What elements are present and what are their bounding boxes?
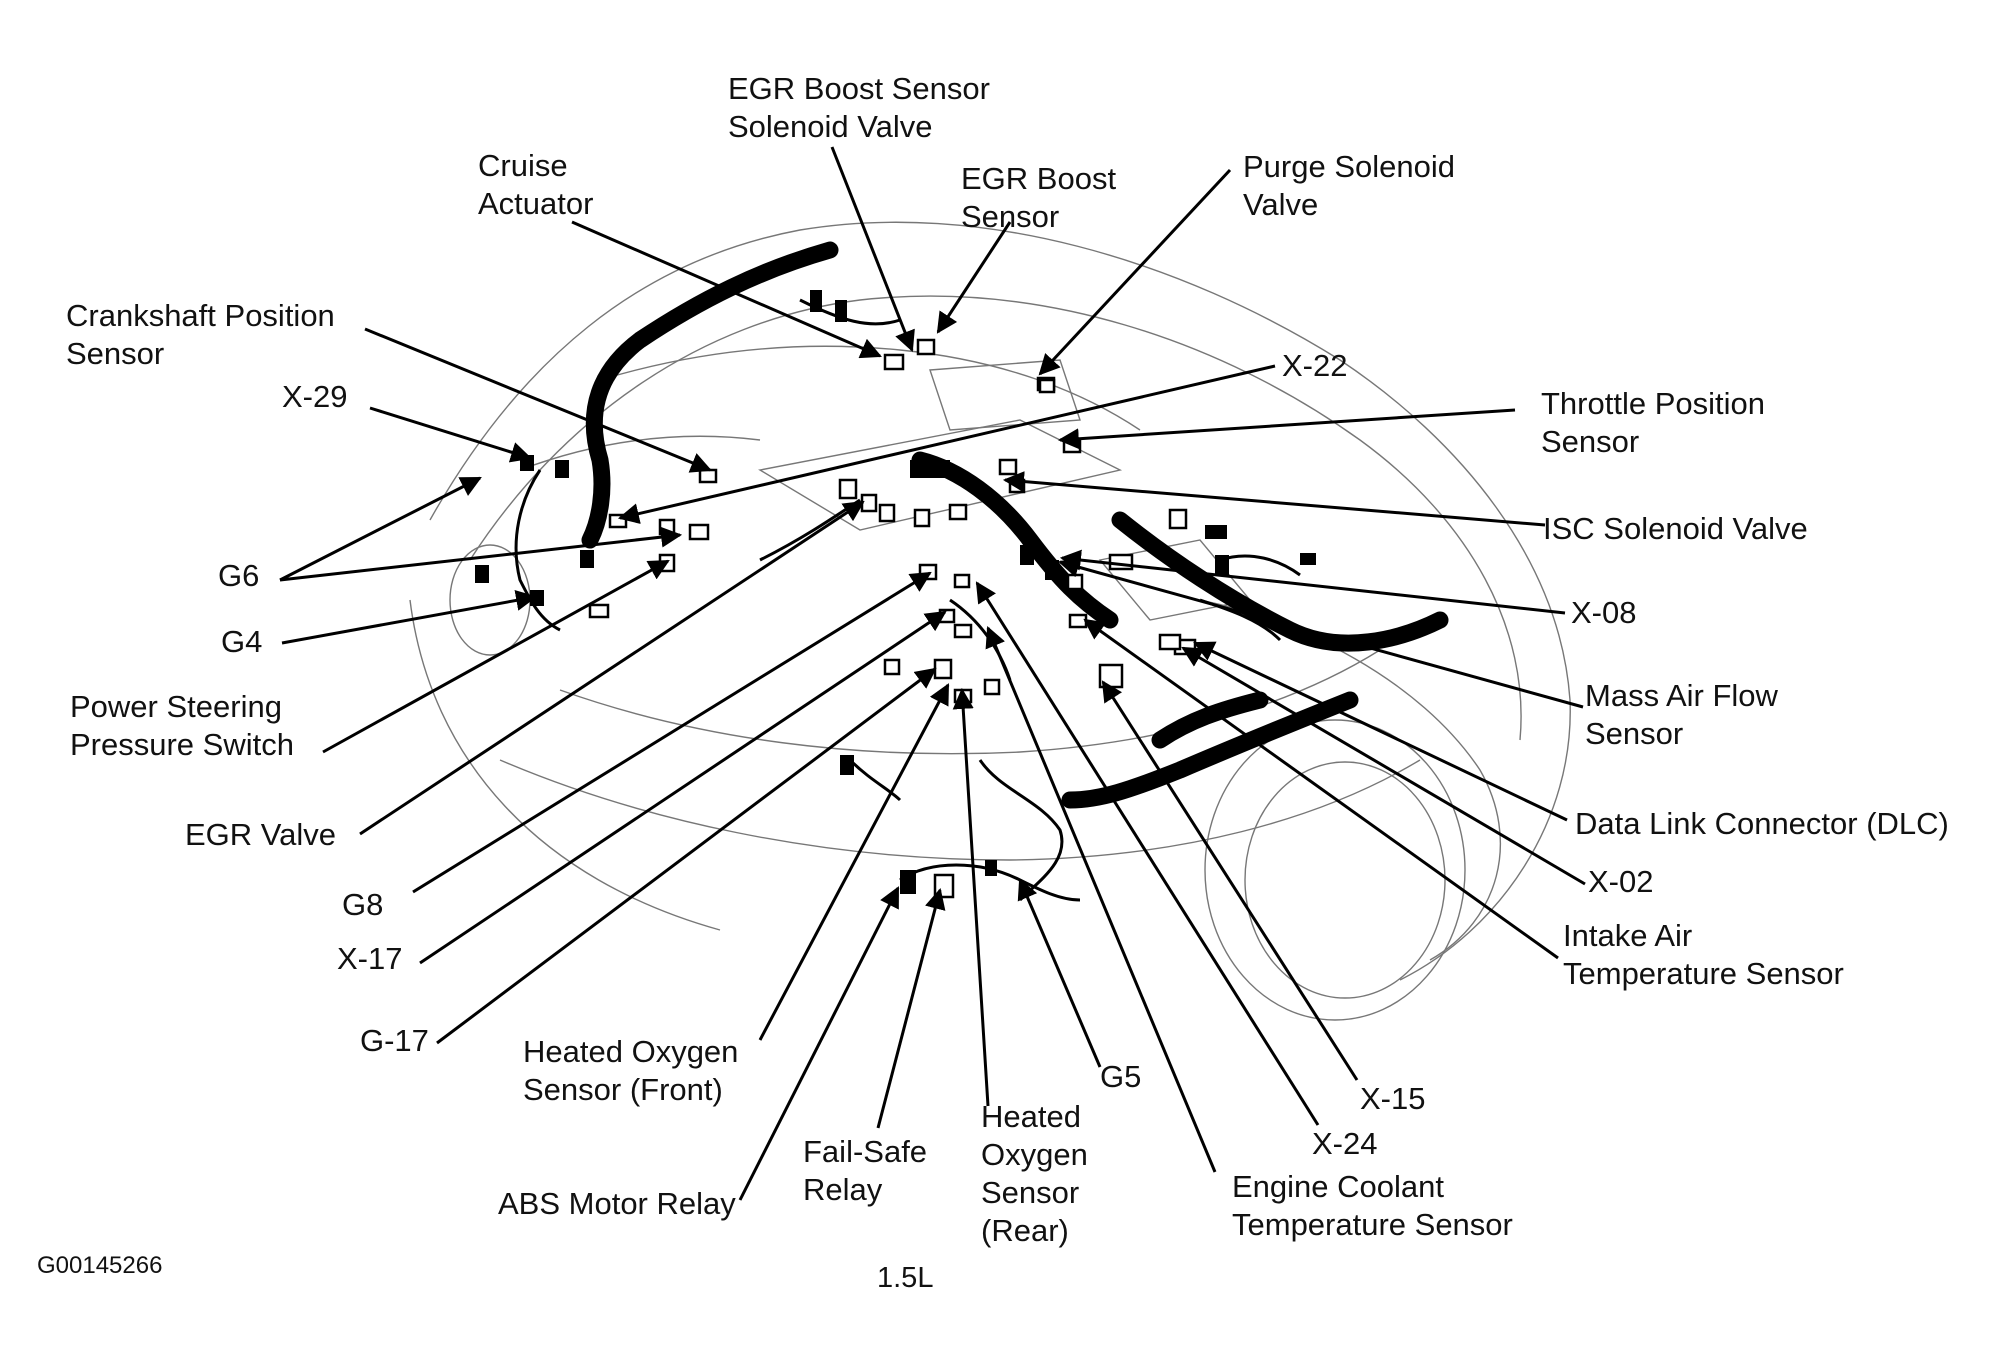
wiring-harness [514, 241, 1449, 902]
label-x-02: X-02 [1588, 864, 1654, 899]
label-heated-oxygen-sensor-front: Heated Oxygen Sensor (Front) [523, 1034, 739, 1107]
label-g-17: G-17 [360, 1023, 429, 1058]
label-purge-solenoid-valve: Purge Solenoid Valve [1243, 149, 1455, 222]
label-cruise-actuator: Cruise Actuator [478, 148, 594, 221]
label-heated-oxygen-sensor-rear: Heated Oxygen Sensor (Rear) [981, 1099, 1088, 1248]
label-g8: G8 [342, 887, 384, 922]
label-g4: G4 [221, 624, 263, 659]
label-egr-boost-sensor-solenoid-valve: EGR Boost Sensor Solenoid Valve [728, 71, 990, 144]
leader-lines [279, 146, 1586, 1201]
label-mass-air-flow-sensor: Mass Air Flow Sensor [1585, 678, 1778, 751]
label-x-22: X-22 [1282, 348, 1348, 383]
label-x-17: X-17 [337, 941, 403, 976]
label-x-24: X-24 [1312, 1126, 1378, 1161]
figure-id: G00145266 [37, 1252, 163, 1279]
component-connectors [475, 290, 1316, 899]
label-g6: G6 [218, 558, 260, 593]
label-g5: G5 [1100, 1059, 1142, 1094]
label-isc-solenoid-valve: ISC Solenoid Valve [1543, 511, 1808, 546]
label-throttle-position-sensor: Throttle Position Sensor [1541, 386, 1765, 459]
label-data-link-connector: Data Link Connector (DLC) [1575, 806, 1949, 841]
label-fail-safe-relay: Fail-Safe Relay [803, 1134, 928, 1207]
label-x-15: X-15 [1360, 1081, 1426, 1116]
label-power-steering-pressure-switch: Power Steering Pressure Switch [70, 689, 294, 762]
label-egr-valve: EGR Valve [185, 817, 337, 852]
label-crankshaft-position-sensor: Crankshaft Position Sensor [66, 298, 335, 371]
vehicle-body-outline [409, 221, 1571, 1021]
label-x-08: X-08 [1571, 595, 1637, 630]
label-intake-air-temperature-sensor: Intake Air Temperature Sensor [1563, 918, 1844, 991]
label-x-29: X-29 [282, 379, 348, 414]
label-engine-coolant-temperature-sensor: Engine Coolant Temperature Sensor [1232, 1169, 1513, 1242]
engine-caption: 1.5L [877, 1262, 934, 1294]
label-egr-boost-sensor: EGR Boost Sensor [961, 161, 1117, 234]
label-abs-motor-relay: ABS Motor Relay [498, 1186, 736, 1221]
